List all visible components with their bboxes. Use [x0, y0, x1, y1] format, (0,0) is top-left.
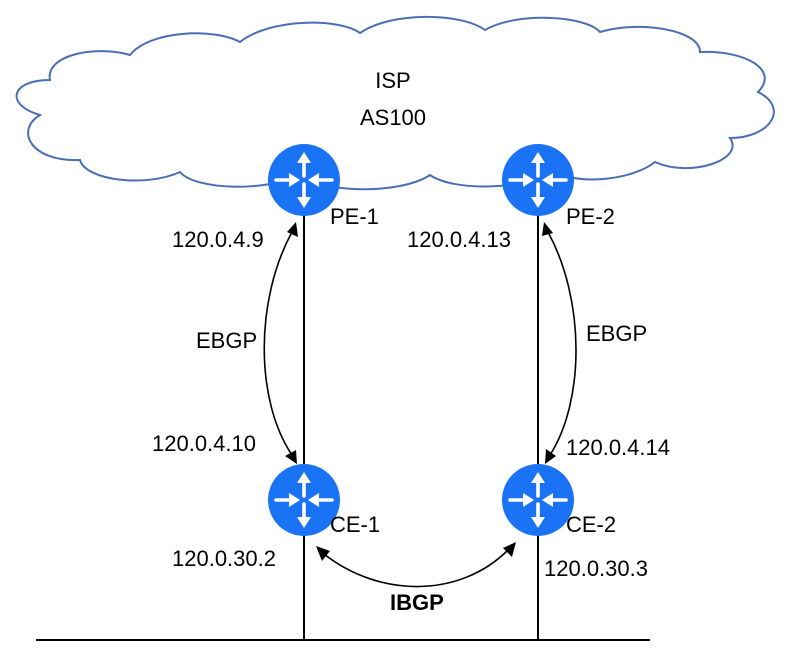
router-icon [500, 142, 576, 218]
address-ce2-lan: 120.0.30.3 [544, 556, 648, 581]
address-pe1: 120.0.4.9 [172, 227, 264, 252]
cloud-label-isp: ISP [375, 68, 410, 93]
router-pe2[interactable] [500, 142, 576, 218]
router-label-ce1: CE-1 [330, 512, 380, 537]
cloud-label-as: AS100 [360, 105, 426, 130]
ebgp-session-right [542, 222, 577, 464]
router-label-pe1: PE-1 [330, 204, 379, 229]
session-label-left: EBGP [196, 328, 257, 353]
ebgp-session-left [263, 222, 298, 464]
router-label-pe2: PE-2 [566, 204, 615, 229]
isp-cloud: ISP AS100 [15, 15, 775, 191]
session-label-right: EBGP [586, 321, 647, 346]
router-icon [500, 462, 576, 538]
session-label-bottom: IBGP [390, 590, 444, 615]
address-ce2-uplink: 120.0.4.14 [566, 435, 670, 460]
address-ce1-uplink: 120.0.4.10 [152, 431, 256, 456]
router-label-ce2: CE-2 [566, 512, 616, 537]
address-ce1-lan: 120.0.30.2 [172, 546, 276, 571]
address-pe2: 120.0.4.13 [407, 227, 511, 252]
router-ce2[interactable] [500, 462, 576, 538]
ibgp-session [316, 542, 516, 588]
